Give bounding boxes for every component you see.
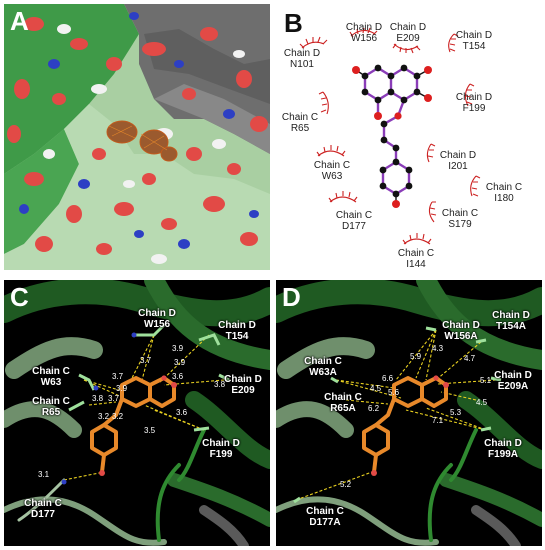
panel-d-label: D <box>282 282 301 312</box>
ligand-sticks <box>90 376 176 473</box>
distance-label: 3.6 <box>176 408 188 417</box>
distance-label: 6.6 <box>382 374 394 383</box>
distance-label: 3.9 <box>116 384 128 393</box>
distance-label: 6.2 <box>368 404 380 413</box>
distance-label: 3.8 <box>92 394 104 403</box>
distance-label: 5.2 <box>340 480 352 489</box>
distance-label: 3.7 <box>108 394 120 403</box>
distance-label: 3.9 <box>172 344 184 353</box>
distance-label: 3.2 <box>98 412 110 421</box>
panel-b-label: B <box>284 8 303 38</box>
distance-label: 4.5 <box>370 384 382 393</box>
distance-label: 5.1 <box>480 376 492 385</box>
distance-label: 3.6 <box>172 372 184 381</box>
distance-label: 3.7 <box>112 372 124 381</box>
distance-label: 4.3 <box>432 344 444 353</box>
distance-label: 3.9 <box>174 358 186 367</box>
cartoon-render <box>4 280 270 546</box>
surface-render <box>4 4 270 270</box>
distance-label: 3.8 <box>214 380 226 389</box>
distance-label: 3.7 <box>140 356 152 365</box>
ligplot-diagram <box>299 27 481 245</box>
ligand-atoms <box>361 64 421 198</box>
cartoon-render <box>276 280 542 546</box>
distance-label: 3.2 <box>112 412 124 421</box>
distance-label: 5.6 <box>388 388 400 397</box>
ligand-bonds <box>363 66 419 196</box>
distance-label: 5.3 <box>450 408 462 417</box>
panel-c-label: C <box>10 282 29 312</box>
panel-a-label: A <box>10 6 29 36</box>
distance-label: 3.5 <box>144 426 156 435</box>
panel-a-surface-view: A <box>4 4 270 270</box>
distance-label: 3.1 <box>38 470 50 479</box>
ligand-sticks <box>362 376 448 473</box>
distance-label: 4.7 <box>464 354 476 363</box>
distance-label: 4.5 <box>476 398 488 407</box>
distance-label: 7.1 <box>432 416 444 425</box>
distance-label: 5.9 <box>410 352 422 361</box>
hydrophobic-arcs <box>299 27 481 245</box>
